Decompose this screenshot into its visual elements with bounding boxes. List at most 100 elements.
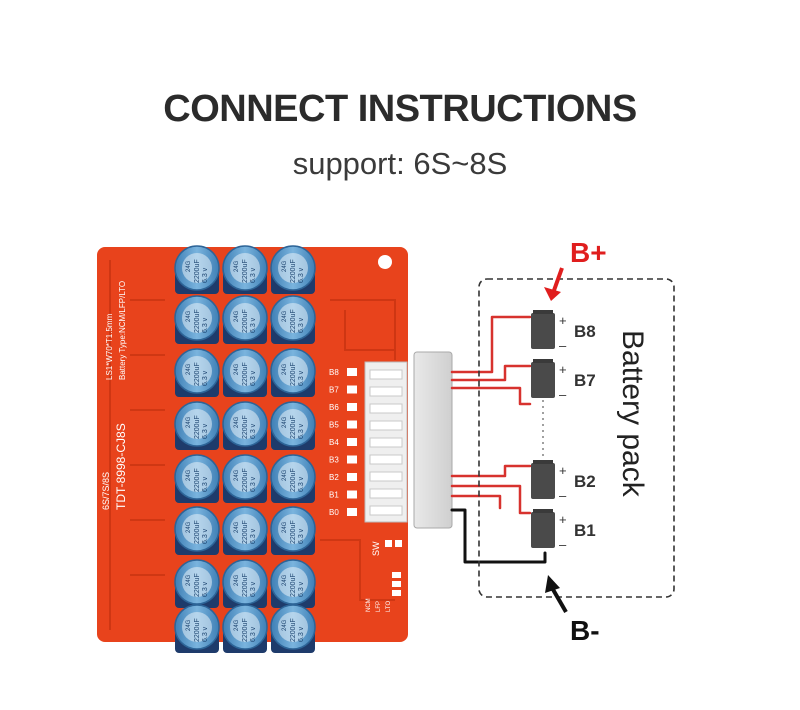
capacitor-value: 2200uF — [242, 520, 249, 544]
capacitor-value: 2200uF — [194, 618, 201, 642]
capacitor-value: 2200uF — [290, 362, 297, 386]
cell-label: B7 — [574, 371, 596, 390]
cell-plus: + — [559, 313, 567, 328]
pin-label: B1 — [329, 491, 339, 500]
pin-pad — [347, 385, 357, 394]
capacitor-value: 2200uF — [290, 309, 297, 333]
capacitor-brand: 24G — [282, 363, 288, 375]
capacitor-brand: 24G — [234, 619, 240, 631]
board-series-note: 6S/7S/8S — [101, 472, 111, 510]
cell-plus: + — [559, 362, 567, 377]
capacitor-brand: 24G — [186, 574, 192, 586]
wire-b1b — [450, 494, 502, 510]
capacitor-value: 2200uF — [242, 309, 249, 333]
battery-pack: +–B8+–B7+–B2+–B1 Battery pack — [478, 278, 675, 598]
capacitor-brand: 24G — [234, 469, 240, 481]
capacitor-voltage: 6.3 v — [298, 476, 305, 492]
battery-cell: +–B2 — [531, 460, 596, 503]
capacitor-voltage: 6.3 v — [202, 370, 209, 386]
capacitor-brand: 24G — [234, 363, 240, 375]
pin-label: B5 — [329, 421, 339, 430]
positive-label: B+ — [570, 237, 607, 268]
capacitor-value: 2200uF — [290, 415, 297, 439]
capacitor-voltage: 6.3 v — [250, 423, 257, 439]
capacitor-value: 2200uF — [194, 468, 201, 492]
cell-label: B8 — [574, 322, 596, 341]
led-pad — [392, 590, 401, 596]
capacitor-value: 2200uF — [194, 259, 201, 283]
capacitor-voltage: 6.3 v — [250, 267, 257, 283]
capacitor-voltage: 6.3 v — [298, 317, 305, 333]
capacitor-voltage: 6.3 v — [202, 317, 209, 333]
board-lsr-note: LS1*W70*T1.5mm — [105, 313, 114, 380]
capacitor-voltage: 6.3 v — [250, 528, 257, 544]
board-model: TDT-8998-CJ8S — [114, 423, 128, 510]
pin-label: B3 — [329, 456, 339, 465]
led-pad — [392, 581, 401, 587]
sw-pad — [395, 540, 402, 547]
capacitor-brand: 24G — [186, 469, 192, 481]
capacitor-value: 2200uF — [290, 468, 297, 492]
capacitor-value: 2200uF — [242, 573, 249, 597]
pin-pad — [347, 455, 357, 464]
pin-pad — [347, 420, 357, 429]
capacitor-value: 2200uF — [242, 468, 249, 492]
pin-pad — [347, 473, 357, 481]
bms-board: TDT-8998-CJ8S 6S/7S/8S Battery Type:NCM/… — [97, 245, 408, 653]
capacitor-brand: 24G — [234, 521, 240, 533]
capacitor-brand: 24G — [282, 619, 288, 631]
capacitor-value: 2200uF — [290, 573, 297, 597]
capacitor-voltage: 6.3 v — [298, 423, 305, 439]
cell-minus: – — [559, 387, 567, 402]
balance-connector — [364, 351, 453, 529]
wire-b2 — [450, 464, 532, 478]
capacitor-voltage: 6.3 v — [202, 476, 209, 492]
battery-pack-label: Battery pack — [616, 330, 649, 498]
battery-pack-box — [478, 278, 675, 598]
capacitor-value: 2200uF — [242, 259, 249, 283]
pin-label: B7 — [329, 386, 339, 395]
led-label: NCM — [366, 598, 372, 612]
wire-b8 — [450, 315, 532, 374]
capacitor-brand: 24G — [186, 416, 192, 428]
pin-pad — [347, 403, 357, 411]
capacitor-brand: 24G — [234, 310, 240, 322]
capacitor-brand: 24G — [186, 260, 192, 272]
capacitor-voltage: 6.3 v — [202, 626, 209, 642]
capacitor-value: 2200uF — [290, 618, 297, 642]
cell-plus: + — [559, 463, 567, 478]
pin-label: B2 — [329, 473, 339, 482]
capacitor-brand: 24G — [186, 310, 192, 322]
led-pad — [392, 572, 401, 578]
sw-pad — [385, 540, 392, 547]
capacitor-voltage: 6.3 v — [202, 423, 209, 439]
connector-plug — [413, 351, 453, 529]
battery-cell: +–B1 — [531, 509, 596, 552]
capacitor-value: 2200uF — [194, 573, 201, 597]
board-battery-type: Battery Type:NCM/LFP/LTO — [118, 281, 127, 380]
capacitor-voltage: 6.3 v — [298, 370, 305, 386]
capacitor-value: 2200uF — [290, 520, 297, 544]
